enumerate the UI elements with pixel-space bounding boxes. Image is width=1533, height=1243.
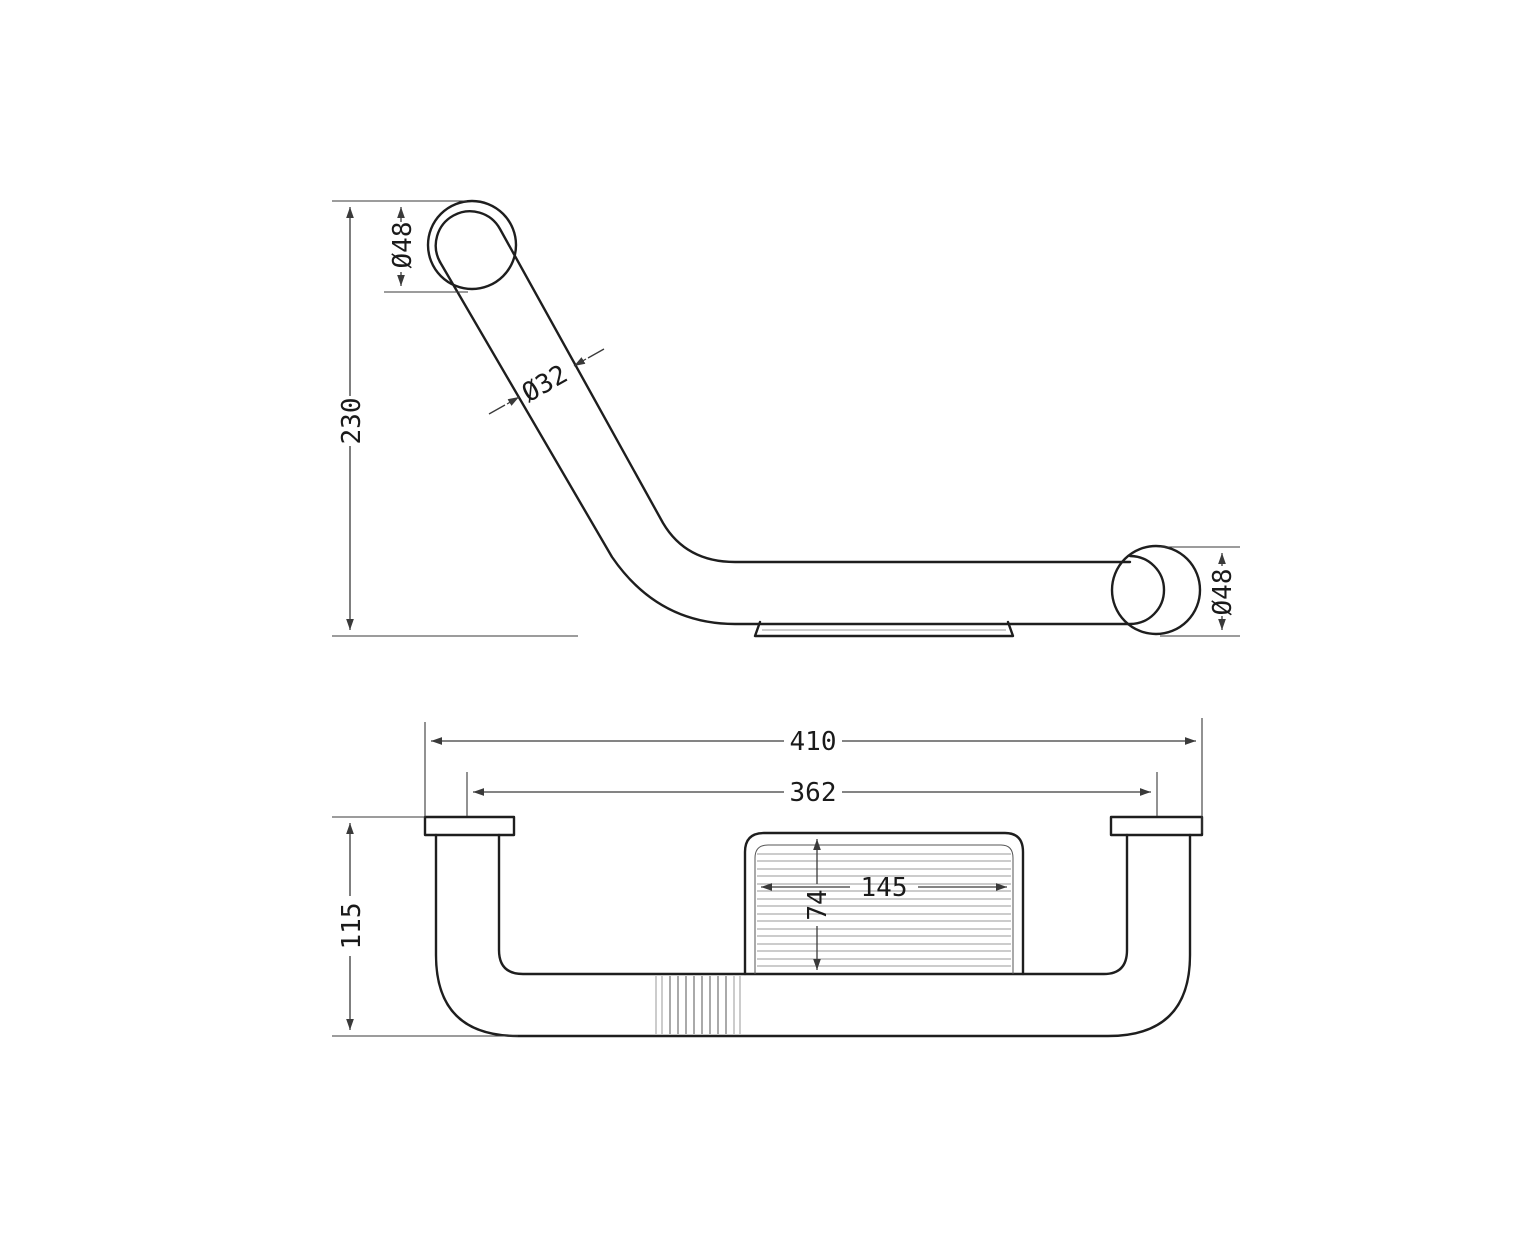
top-flange-diameter-label: Ø48 (388, 222, 418, 269)
overall-length-dimension: 410 (424, 718, 1203, 833)
grip-texture (655, 976, 741, 1034)
tube-inner-edge (434, 210, 1132, 564)
top-flange-outline (426, 199, 518, 291)
right-wall-plate (1109, 815, 1204, 837)
tube-outer-edge (438, 260, 1166, 626)
right-flange-diameter-label: Ø48 (1208, 569, 1238, 616)
right-flange-diameter-dimension: Ø48 (1160, 546, 1240, 637)
soap-basket (743, 831, 1025, 976)
tube-diameter-dimension: Ø32 (488, 348, 605, 415)
bar-inner-edge (497, 833, 1129, 976)
basket-width-label: 145 (861, 873, 908, 903)
center-length-dimension: 362 (466, 772, 1158, 816)
depth-dimension: 115 (332, 816, 518, 1037)
depth-label: 115 (337, 903, 367, 950)
height-label: 230 (337, 398, 367, 445)
side-view: 230 Ø48 Ø32 Ø48 (332, 199, 1240, 638)
basket-depth-dimension: 74 (803, 839, 833, 970)
center-length-label: 362 (790, 778, 837, 808)
right-flange-outline (1110, 544, 1202, 636)
top-view: 74 145 410 362 (332, 718, 1204, 1038)
left-wall-plate (423, 815, 516, 837)
top-flange-diameter-dimension: Ø48 (384, 207, 468, 293)
basket-width-dimension: 145 (761, 873, 1007, 903)
overall-length-label: 410 (790, 727, 837, 757)
height-dimension: 230 (332, 200, 578, 637)
basket-side-profile (753, 620, 1015, 638)
tube-diameter-label: Ø32 (517, 359, 573, 408)
basket-depth-label: 74 (803, 889, 833, 920)
bar-outer-edge (434, 833, 1192, 1038)
